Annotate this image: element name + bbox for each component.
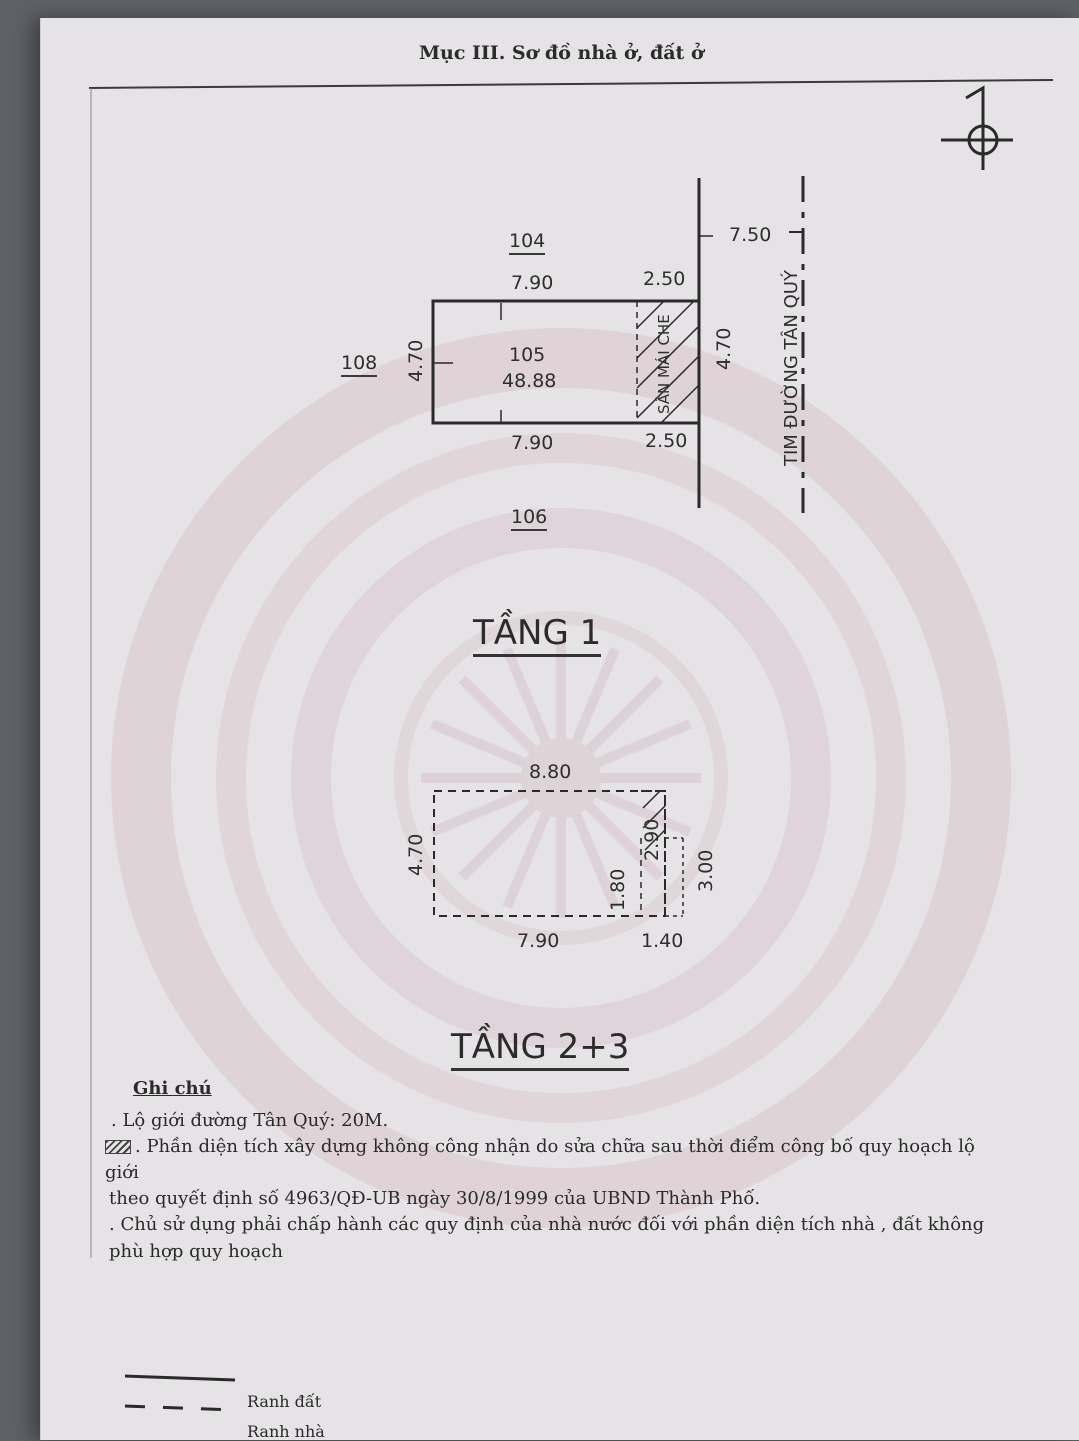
notes-heading: Ghi chú xyxy=(133,1078,212,1099)
legend-land-label: Ranh đất xyxy=(247,1392,322,1411)
lot-105-label: 105 xyxy=(509,344,546,366)
right-depth-dim: 4.70 xyxy=(713,327,735,370)
bottom-porch-dim: 2.50 xyxy=(645,430,688,452)
lot-106-label: 106 xyxy=(511,508,548,531)
lot-area-label: 48.88 xyxy=(502,370,557,392)
top-porch-dim: 2.50 xyxy=(643,268,686,290)
f23-bottom-main-dim: 7.90 xyxy=(517,930,560,952)
legend-line-land xyxy=(124,1374,236,1382)
floor23-plan xyxy=(433,790,684,917)
f23-inner-dim: 1.80 xyxy=(607,868,629,911)
f23-left-depth-dim: 4.70 xyxy=(405,833,427,876)
drawing-canvas xyxy=(88,79,1054,1412)
note-line-5: phù hợp quy hoạch xyxy=(109,1240,283,1262)
floor1-plan xyxy=(431,176,805,513)
floor1-caption: TẦNG 1 xyxy=(473,616,602,657)
note-line-2: . Phần diện tích xây dựng không công nhậ… xyxy=(105,1136,975,1184)
header-rule xyxy=(88,79,1054,89)
top-main-dim: 7.90 xyxy=(511,272,554,294)
note-line-3: theo quyết định số 4963/QĐ-UB ngày 30/8/… xyxy=(109,1188,761,1210)
note-line-4: . Chủ sử dụng phải chấp hành các quy địn… xyxy=(109,1214,985,1236)
note-line-2-wrap: . Phần diện tích xây dựng không công nhậ… xyxy=(105,1134,1005,1186)
left-depth-dim: 4.70 xyxy=(405,339,427,382)
lot-108-label: 108 xyxy=(341,354,378,377)
north-arrow-icon xyxy=(941,85,1013,170)
note-line-1: . Lộ giới đường Tân Quý: 20M. xyxy=(111,1110,389,1132)
f23-right-dim: 3.00 xyxy=(695,849,717,892)
porch-label: SÂN MÁI CHE xyxy=(655,314,673,414)
certificate-page: Mục III. Sơ đồ nhà ở, đất ở 104 7.90 2.5… xyxy=(40,18,1079,1441)
f23-top-width-dim: 8.80 xyxy=(529,761,572,783)
watermark-emblem xyxy=(111,328,1011,1228)
hatch-swatch-icon xyxy=(105,1140,131,1155)
bottom-main-dim: 7.90 xyxy=(511,432,554,454)
lot-104-label: 104 xyxy=(509,232,546,255)
legend-line-house xyxy=(124,1404,236,1412)
notes-block: Ghi chú . Lộ giới đường Tân Quý: 20M. . … xyxy=(105,1076,1005,1265)
road-center-label: TIM ĐƯỜNG TÂN QUÝ xyxy=(781,270,802,466)
road-setback-dim: 7.50 xyxy=(729,224,772,246)
f23-bottom-side-dim: 1.40 xyxy=(641,930,684,952)
page-title: Mục III. Sơ đồ nhà ở, đất ở xyxy=(419,42,704,64)
f23-hatch-dim: 2.90 xyxy=(641,818,663,861)
legend-house-label: Ranh nhà xyxy=(247,1422,325,1441)
floor23-caption: TẦNG 2+3 xyxy=(451,1030,630,1071)
